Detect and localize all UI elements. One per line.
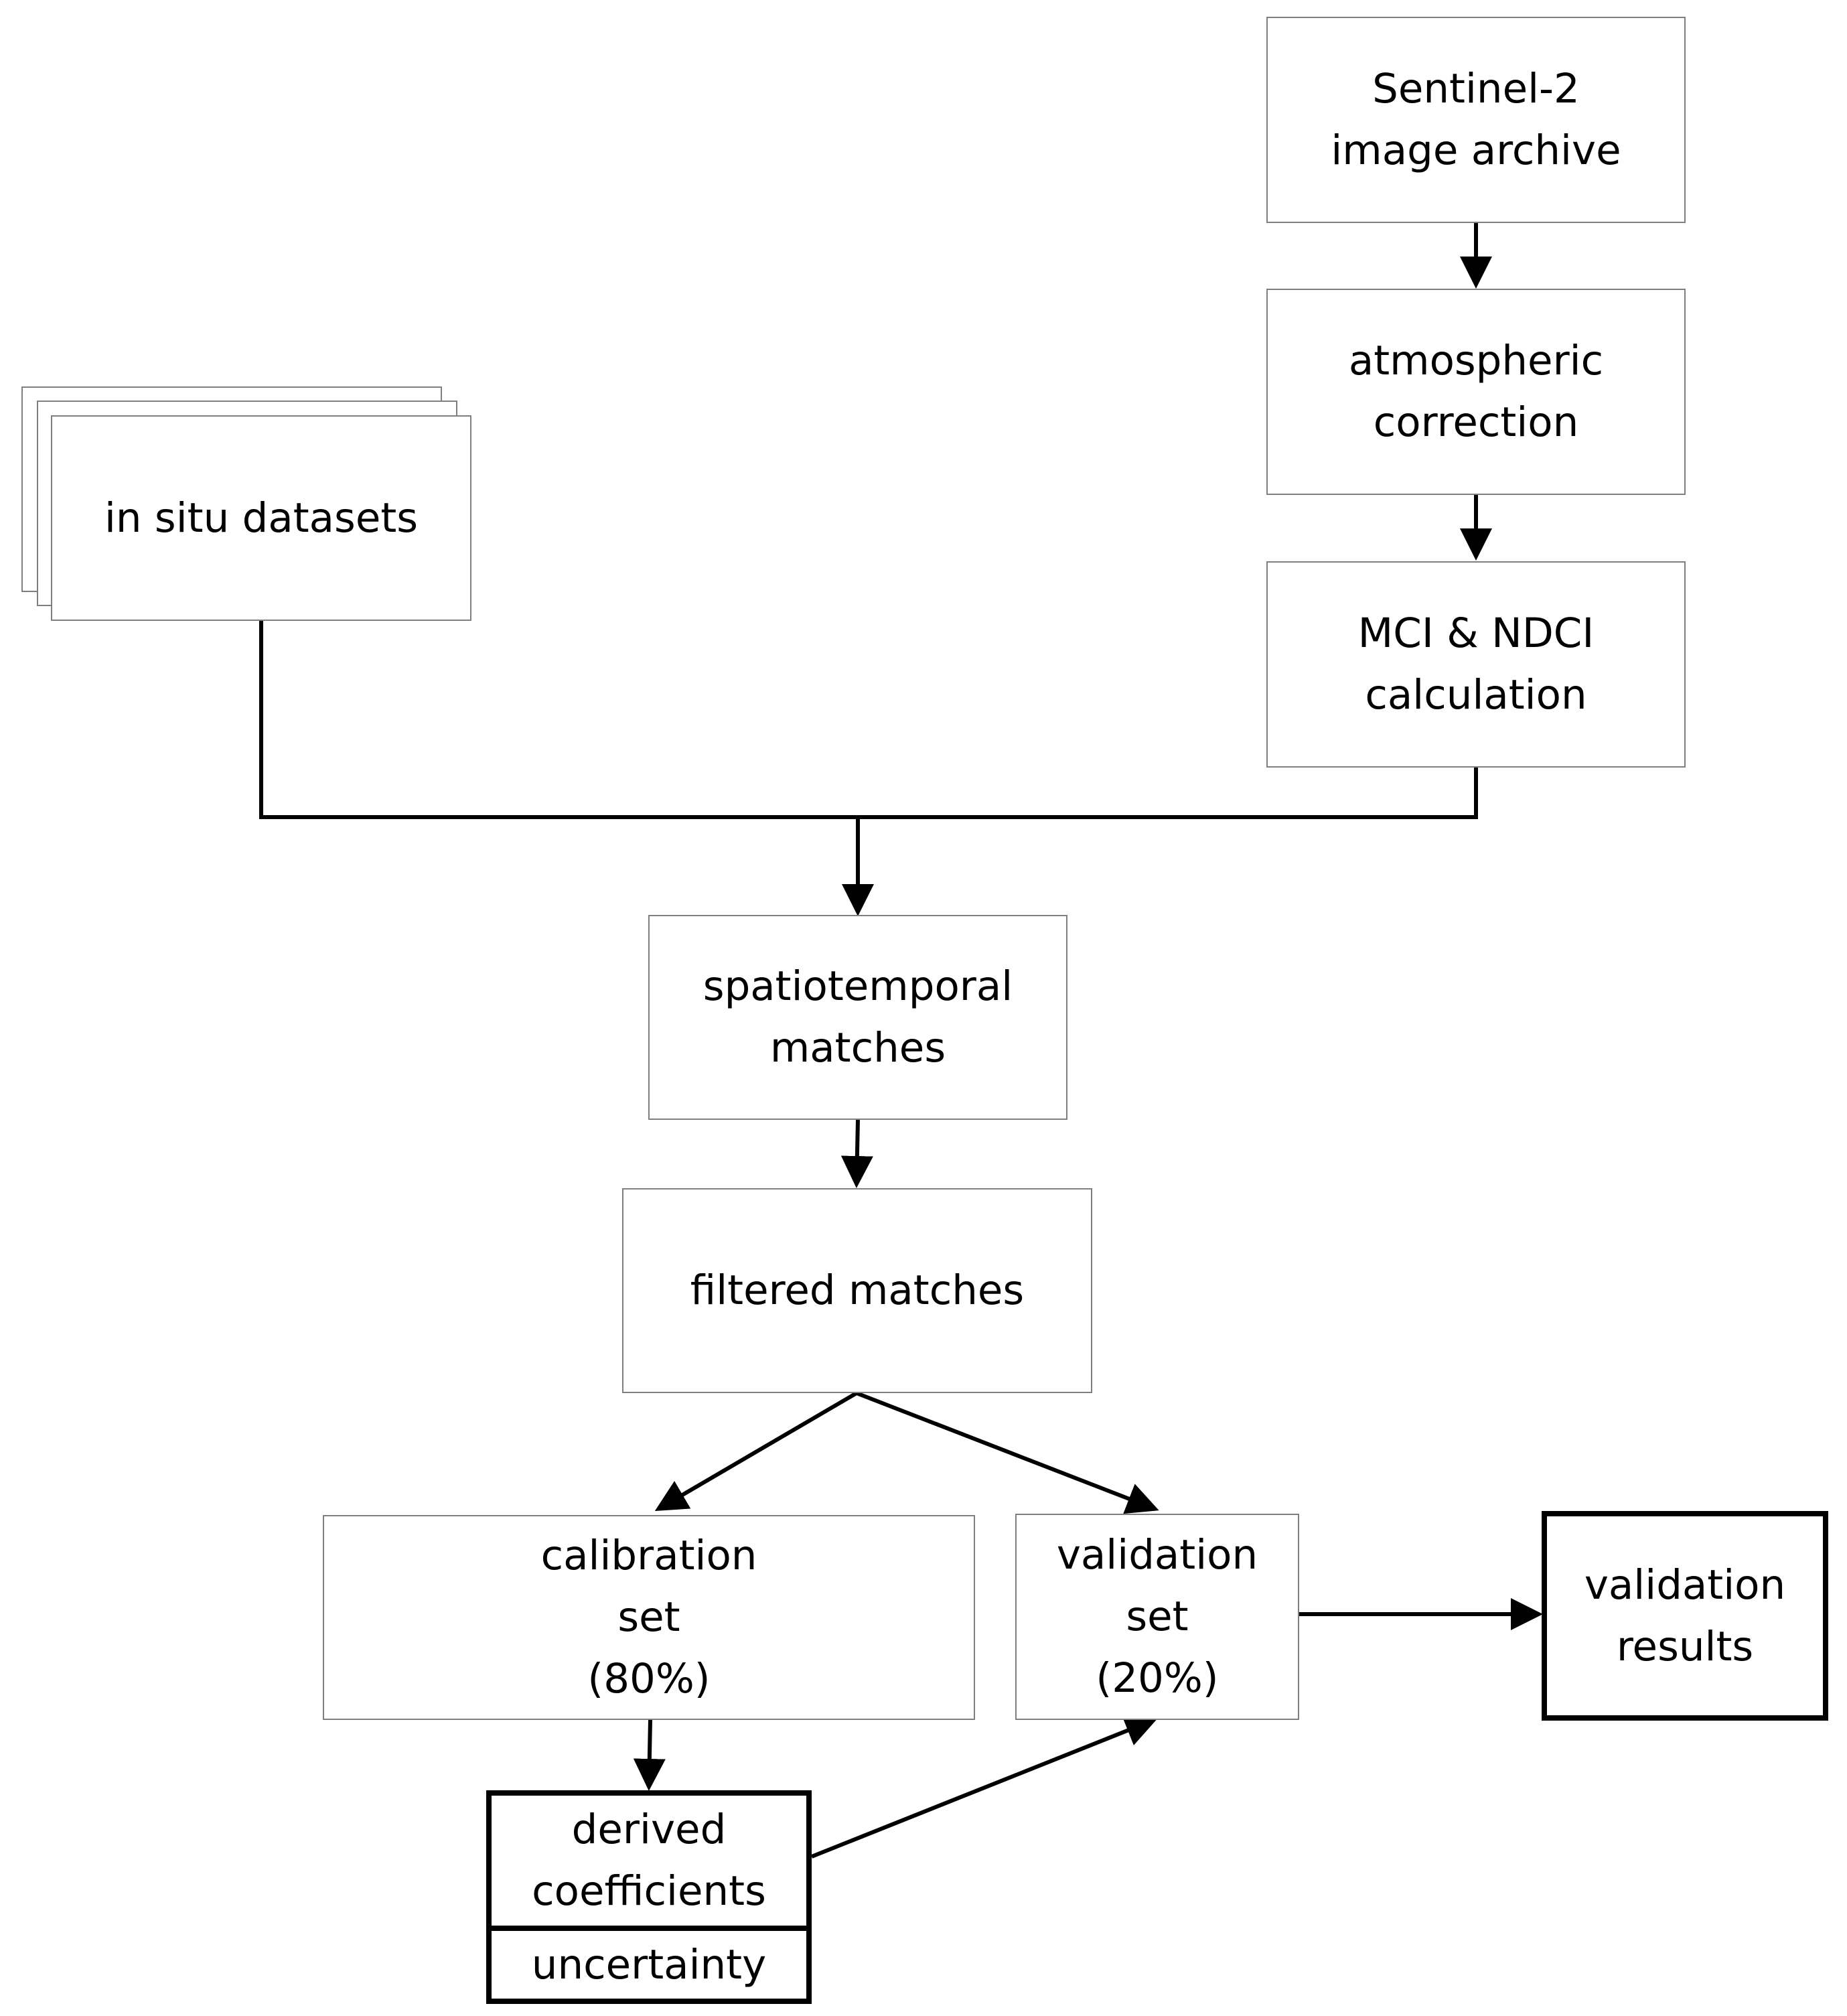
sentinel-line-2: image archive xyxy=(1331,127,1621,174)
calibration-line-3: (80%) xyxy=(587,1655,711,1703)
uncertainty-box: uncertainty xyxy=(486,1926,812,2004)
sentinel-line-1: Sentinel-2 xyxy=(1372,65,1580,113)
filtered-label: filtered matches xyxy=(690,1267,1025,1314)
validation-results-line-2: results xyxy=(1616,1622,1754,1670)
sentinel-box: Sentinel-2 image archive xyxy=(1266,17,1686,223)
edge-filtered-calibration xyxy=(654,1391,858,1512)
atmospheric-line-1: atmospheric xyxy=(1348,337,1604,384)
edge-spatiotemporal-filtered xyxy=(840,1119,873,1188)
mci-ndci-box: MCI & NDCI calculation xyxy=(1266,561,1686,768)
edge-insitu-merge xyxy=(259,621,1478,819)
spatiotemporal-line-1: spatiotemporal xyxy=(703,962,1013,1010)
atmospheric-box: atmospheric correction xyxy=(1266,289,1686,495)
derived-coefficients-box: derived coefficients xyxy=(486,1790,812,1931)
atmospheric-line-2: correction xyxy=(1373,399,1579,446)
uncertainty-label: uncertainty xyxy=(531,1940,767,1989)
calibration-line-1: calibration xyxy=(540,1532,757,1579)
calibration-line-2: set xyxy=(617,1593,680,1641)
validation-line-3: (20%) xyxy=(1096,1654,1219,1702)
insitu-box: in situ datasets xyxy=(51,415,471,621)
derived-line-2: coefficients xyxy=(532,1867,766,1915)
edge-calibration-derived xyxy=(633,1719,666,1791)
validation-line-1: validation xyxy=(1056,1531,1258,1579)
edge-filtered-validation xyxy=(855,1391,1159,1514)
calibration-box: calibration set (80%) xyxy=(323,1515,975,1720)
spatiotemporal-box: spatiotemporal matches xyxy=(648,915,1067,1120)
derived-line-1: derived xyxy=(571,1806,727,1853)
spatiotemporal-line-2: matches xyxy=(769,1024,946,1072)
insitu-label: in situ datasets xyxy=(104,494,419,542)
mci-ndci-line-1: MCI & NDCI xyxy=(1357,609,1595,657)
validation-results-box: validation results xyxy=(1542,1511,1828,1721)
validation-line-2: set xyxy=(1126,1593,1189,1640)
edge-derived-validation xyxy=(810,1715,1158,1859)
filtered-box: filtered matches xyxy=(622,1188,1092,1393)
validation-box: validation set (20%) xyxy=(1015,1514,1299,1720)
mci-ndci-line-2: calculation xyxy=(1365,671,1587,719)
validation-results-line-1: validation xyxy=(1584,1561,1786,1609)
